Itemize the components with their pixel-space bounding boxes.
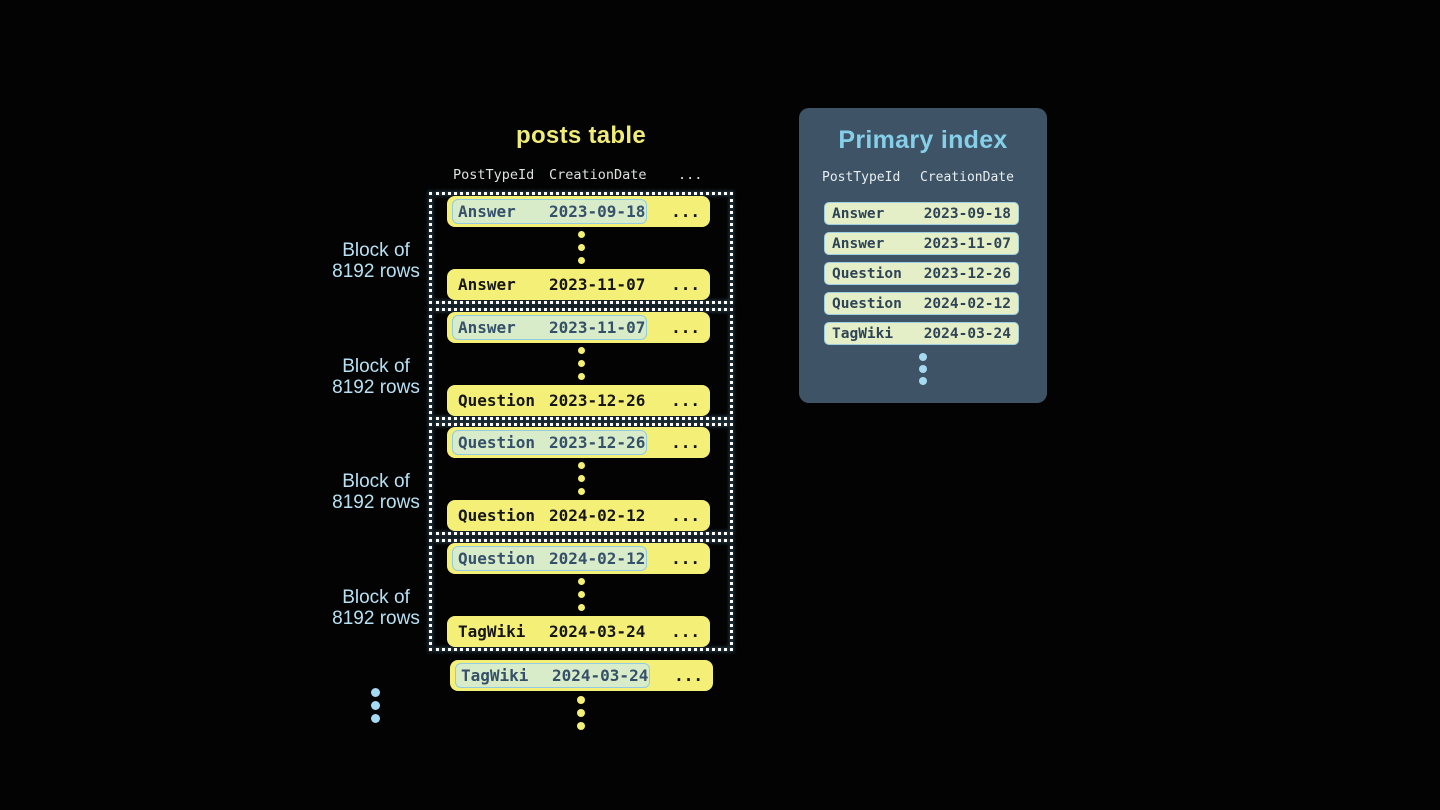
row-date: 2023-11-07 (549, 275, 646, 294)
index-highlight-box (455, 663, 650, 688)
table-row: Question 2024-02-12 ... (447, 500, 710, 531)
index-highlight-box (452, 315, 647, 340)
primary-index-title: Primary index (838, 126, 1008, 154)
index-entry-date: 2024-03-24 (923, 325, 1011, 342)
primary-index-panel: Primary index PostTypeId CreationDate An… (799, 108, 1047, 403)
block-label-line2: 8192 rows (332, 492, 420, 513)
ellipsis-dots (577, 696, 585, 730)
row-more: ... (674, 666, 703, 685)
table-row: TagWiki 2024-03-24 ... (447, 616, 710, 647)
index-entry: Question 2024-02-12 (824, 292, 1019, 315)
row-posttype: TagWiki (458, 622, 526, 641)
row-more: ... (671, 275, 700, 294)
row-date: 2024-02-12 (549, 506, 646, 525)
row-posttype: Answer (458, 318, 516, 337)
posts-col-more: ... (678, 167, 703, 183)
block-label-1: Block of 8192 rows (276, 240, 476, 282)
row-more: ... (671, 391, 700, 410)
row-posttype: Question (458, 433, 536, 452)
index-entry-date: 2023-11-07 (923, 235, 1011, 252)
row-posttype: Answer (458, 275, 516, 294)
table-row: Question 2024-02-12 ... (447, 543, 710, 574)
index-entry-date: 2023-12-26 (923, 265, 1011, 282)
index-entry-date: 2024-02-12 (923, 295, 1011, 312)
table-row: Answer 2023-11-07 ... (447, 269, 710, 300)
block-label-line1: Block of (342, 356, 410, 377)
ellipsis-dots (429, 231, 733, 264)
index-entry-type: TagWiki (832, 325, 894, 342)
table-block-4: Question 2024-02-12 ... TagWiki 2024-03-… (429, 539, 733, 651)
posts-col-posttypeid: PostTypeId (453, 167, 535, 183)
row-posttype: Answer (458, 202, 516, 221)
row-more: ... (671, 622, 700, 641)
posts-table-title: posts table (516, 122, 646, 149)
row-more: ... (671, 318, 700, 337)
table-block-3: Question 2023-12-26 ... Question 2024-02… (429, 423, 733, 535)
index-entry-type: Answer (832, 235, 885, 252)
index-entry: TagWiki 2024-03-24 (824, 322, 1019, 345)
row-more: ... (671, 506, 700, 525)
block-label-3: Block of 8192 rows (276, 471, 476, 513)
row-more: ... (671, 433, 700, 452)
ellipsis-dots (799, 353, 1047, 385)
block-dotted-border (429, 539, 733, 651)
block-dotted-border (429, 192, 733, 304)
ellipsis-dots (371, 688, 380, 723)
table-row: Question 2023-12-26 ... (447, 427, 710, 458)
index-entry-type: Question (832, 295, 902, 312)
block-label-line2: 8192 rows (332, 261, 420, 282)
index-highlight-box (452, 199, 647, 224)
table-row: Answer 2023-11-07 ... (447, 312, 710, 343)
ellipsis-dots (429, 578, 733, 611)
index-entry-type: Question (832, 265, 902, 282)
index-entry-date: 2023-09-18 (923, 205, 1011, 222)
index-entry: Question 2023-12-26 (824, 262, 1019, 285)
table-row-overflow: TagWiki 2024-03-24 ... (450, 660, 713, 691)
row-posttype: Question (458, 391, 536, 410)
row-posttype: Question (458, 506, 536, 525)
row-more: ... (671, 202, 700, 221)
block-label-line1: Block of (342, 240, 410, 261)
row-date: 2023-11-07 (549, 318, 646, 337)
table-block-2: Answer 2023-11-07 ... Question 2023-12-2… (429, 308, 733, 420)
block-dotted-border (429, 423, 733, 535)
block-label-line1: Block of (342, 587, 410, 608)
row-date: 2024-03-24 (549, 622, 646, 641)
ellipsis-dots (429, 347, 733, 380)
block-label-2: Block of 8192 rows (276, 356, 476, 398)
ellipsis-dots (429, 462, 733, 495)
index-entry: Answer 2023-11-07 (824, 232, 1019, 255)
row-posttype: TagWiki (461, 666, 529, 685)
row-date: 2023-12-26 (549, 433, 646, 452)
index-col-posttypeid: PostTypeId (822, 170, 901, 185)
row-date: 2023-12-26 (549, 391, 646, 410)
row-date: 2023-09-18 (549, 202, 646, 221)
block-label-4: Block of 8192 rows (276, 587, 476, 629)
posts-col-creationdate: CreationDate (549, 167, 647, 183)
table-block-1: Answer 2023-09-18 ... Answer 2023-11-07 … (429, 192, 733, 304)
index-highlight-box (452, 546, 647, 571)
block-label-line1: Block of (342, 471, 410, 492)
index-highlight-box (452, 430, 647, 455)
row-more: ... (671, 549, 700, 568)
row-date: 2024-03-24 (552, 666, 649, 685)
index-entry-type: Answer (832, 205, 885, 222)
block-label-line2: 8192 rows (332, 377, 420, 398)
index-col-creationdate: CreationDate (920, 170, 1014, 185)
table-row: Question 2023-12-26 ... (447, 385, 710, 416)
table-row: Answer 2023-09-18 ... (447, 196, 710, 227)
row-posttype: Question (458, 549, 536, 568)
block-label-line2: 8192 rows (332, 608, 420, 629)
index-entry: Answer 2023-09-18 (824, 202, 1019, 225)
block-dotted-border (429, 308, 733, 420)
row-date: 2024-02-12 (549, 549, 646, 568)
